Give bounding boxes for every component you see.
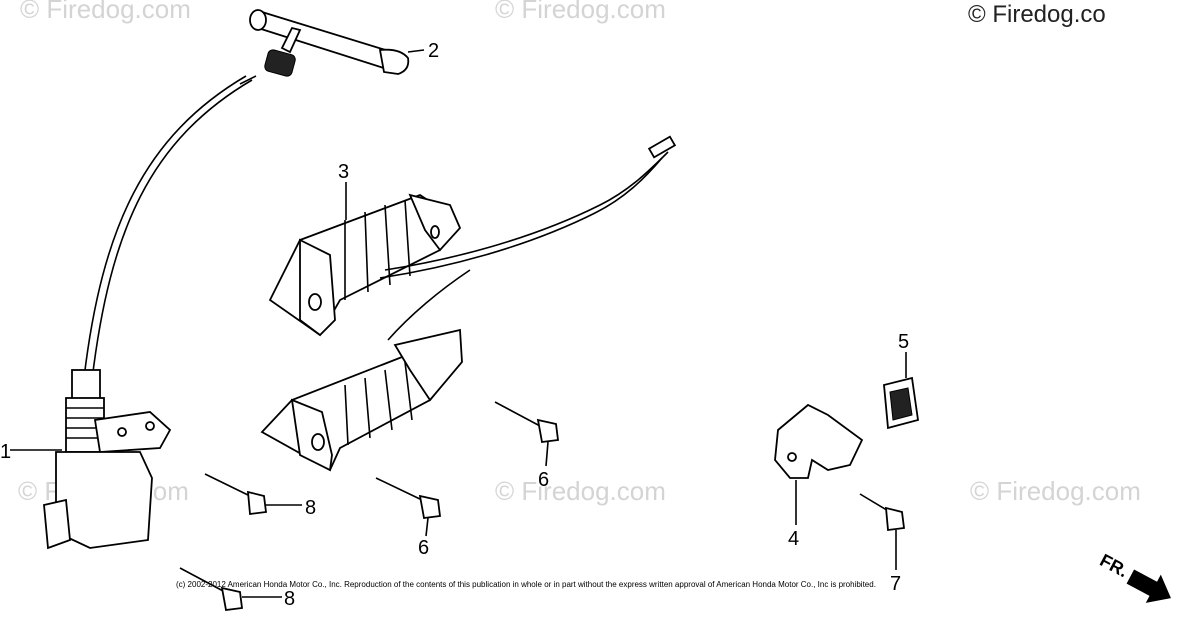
direction-marker: FR. xyxy=(1097,550,1171,603)
arrow-icon xyxy=(1126,569,1171,603)
watermark: © Firedog.com xyxy=(495,0,666,24)
bolt-6-upper xyxy=(494,401,560,443)
watermark: © Firedog.com xyxy=(970,476,1141,506)
watermark: © Firedog.com xyxy=(495,476,666,506)
callout-6: 6 xyxy=(538,469,549,491)
nut-clip xyxy=(883,376,920,430)
bracket xyxy=(774,403,864,479)
copyright-notice: (c) 2002-2012 American Honda Motor Co., … xyxy=(176,580,876,589)
ignition-coil xyxy=(43,369,172,550)
charge-coil-lower xyxy=(260,269,471,472)
spark-plug-cap xyxy=(249,9,410,77)
ignition-cable xyxy=(83,75,257,381)
callout-2: 2 xyxy=(428,40,439,62)
charge-coil-upper xyxy=(268,135,677,337)
callout-7: 7 xyxy=(890,573,901,595)
callout-1: 1 xyxy=(0,441,11,463)
callout-6: 6 xyxy=(418,537,429,559)
leader-lines xyxy=(10,49,907,598)
watermark: © Firedog.com xyxy=(20,0,191,24)
bolt-6-lower xyxy=(375,477,442,519)
bolt-8-upper xyxy=(204,473,268,516)
bolt-8-lower xyxy=(179,567,244,611)
callout-4: 4 xyxy=(788,528,799,550)
bolt-7 xyxy=(859,493,906,532)
callout-5: 5 xyxy=(898,331,909,353)
callout-8: 8 xyxy=(284,588,295,610)
callout-8: 8 xyxy=(305,497,316,519)
fr-label: FR. xyxy=(1097,550,1132,581)
callout-3: 3 xyxy=(338,161,349,183)
watermark: © Firedog.co xyxy=(968,1,1106,28)
